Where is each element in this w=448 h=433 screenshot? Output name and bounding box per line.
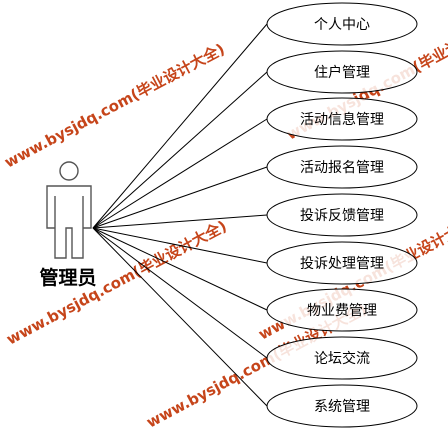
use-case-label: 系统管理: [314, 399, 370, 415]
actor-body: [46, 185, 92, 259]
use-case-label: 活动报名管理: [300, 160, 384, 176]
use-case-ellipse: [266, 384, 418, 428]
use-case-label: 个人中心: [314, 17, 370, 33]
use-case-forum: 论坛交流: [266, 336, 418, 380]
association-line: [92, 227, 268, 407]
use-case-resident-management: 住户管理: [266, 50, 418, 94]
association-line: [92, 71, 268, 229]
use-case-system-management: 系统管理: [266, 384, 418, 428]
use-case-personal-center: 个人中心: [266, 2, 418, 46]
use-case-label: 投诉反馈管理: [300, 208, 384, 224]
association-line: [92, 118, 268, 229]
use-case-label: 住户管理: [314, 64, 370, 81]
watermark-text: www.bysjdq.com(毕业设计大全): [1, 40, 227, 172]
use-case-property-fee-management: 物业费管理: [266, 288, 418, 332]
use-case-ellipse: [266, 241, 418, 285]
use-case-ellipse: [266, 2, 418, 46]
use-case-ellipse: [266, 97, 418, 141]
use-case-complaint-handling-management: 投诉处理管理: [266, 241, 418, 285]
association-lines: [92, 23, 268, 407]
use-case-ellipse: [266, 145, 418, 189]
use-case-ellipse: [266, 193, 418, 237]
stick-figure-actor-icon: [46, 161, 92, 259]
use-case-activity-signup-management: 活动报名管理: [266, 145, 418, 189]
use-case-ellipse: [266, 50, 418, 94]
use-case-label: 论坛交流: [314, 350, 370, 367]
use-case-ellipse: [266, 336, 418, 380]
association-line: [92, 166, 268, 229]
use-case-ellipse: [266, 288, 418, 332]
use-case-activity-info-management: 活动信息管理: [266, 97, 418, 141]
association-line: [92, 227, 268, 264]
association-line: [92, 227, 268, 311]
actor-figure: 管理员: [39, 161, 97, 289]
watermark-text: www.bysjdq.com(毕业设计大全): [3, 217, 229, 349]
association-line: [92, 227, 268, 359]
use-case-complaint-feedback-management: 投诉反馈管理: [266, 193, 418, 237]
association-line: [92, 214, 268, 229]
actor-label: 管理员: [39, 266, 96, 289]
association-line: [92, 23, 268, 229]
actor-head: [59, 161, 79, 181]
use-case-label: 活动信息管理: [300, 111, 384, 128]
use-case-label: 物业费管理: [307, 303, 377, 319]
use-case-label: 投诉处理管理: [300, 256, 384, 272]
use-case-group: 个人中心住户管理活动信息管理活动报名管理投诉反馈管理投诉处理管理物业费管理论坛交…: [266, 2, 418, 428]
